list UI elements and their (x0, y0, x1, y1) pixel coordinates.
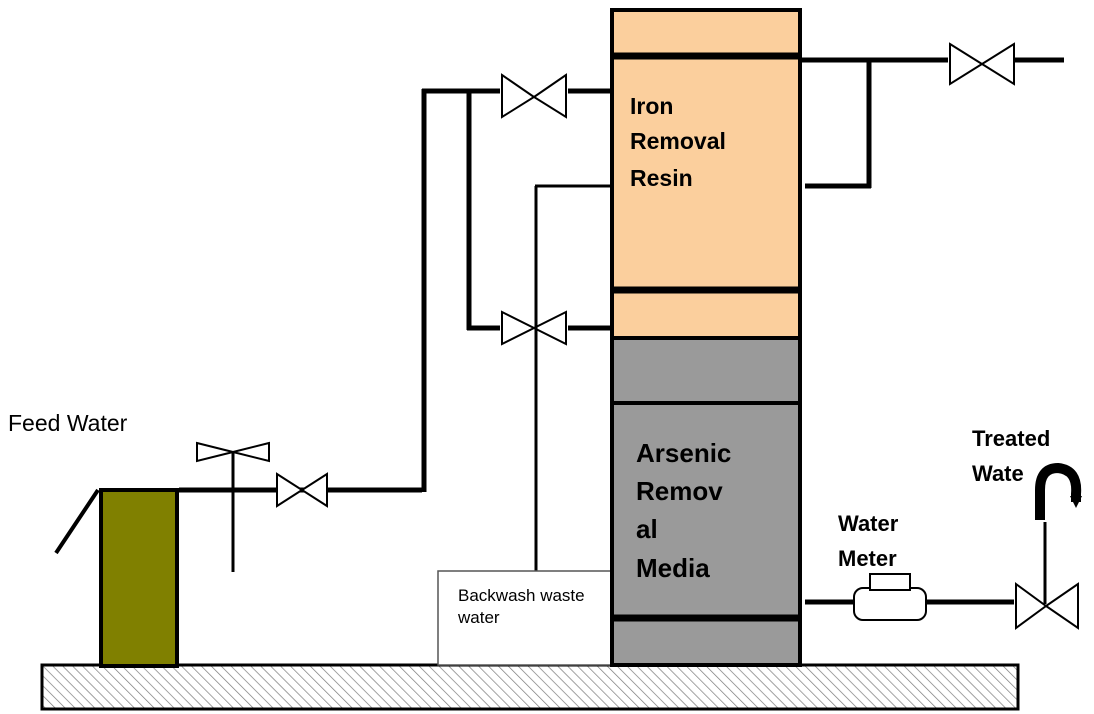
arsenic-label-4: Media (636, 553, 710, 583)
arsenic-label-3: al (636, 514, 658, 544)
iron-label-3: Resin (630, 165, 693, 191)
water-meter-label-1: Water (838, 511, 899, 536)
ground-slab (40, 663, 1020, 711)
iron-label-1: Iron (630, 93, 673, 119)
treated-water-label-1: Treated (972, 426, 1050, 451)
backwash-label-2: water (457, 608, 500, 627)
water-meter (853, 573, 927, 621)
feed-tap-valve[interactable] (196, 441, 270, 463)
feed-water-label: Feed Water (8, 410, 128, 436)
feed-tank (99, 488, 179, 668)
treated-water-label-2: Wate (972, 461, 1024, 486)
top-inlet-valve[interactable] (501, 73, 567, 119)
treated-water-faucet (1035, 463, 1082, 520)
iron-removal-resin-section (610, 8, 802, 340)
arsenic-removal-media-section (610, 336, 802, 667)
arsenic-label-2: Remov (636, 476, 723, 506)
backwash-label-1: Backwash waste (458, 586, 585, 605)
faucet-spout-tip (1070, 496, 1082, 508)
iron-label-2: Removal (630, 128, 726, 154)
water-meter-label-2: Meter (838, 546, 897, 571)
treated-water-valve[interactable] (1015, 582, 1079, 630)
mid-inlet-valve[interactable] (501, 310, 567, 346)
top-outlet-valve[interactable] (949, 42, 1015, 86)
feed-tank-lid (54, 488, 100, 555)
arsenic-label-1: Arsenic (636, 438, 731, 468)
feed-valve[interactable] (276, 472, 328, 508)
